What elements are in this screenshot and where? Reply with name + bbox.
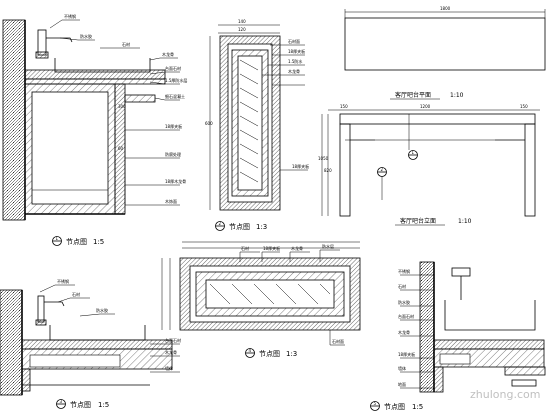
detail-2: 140 120 600 石材面 18厚夹板 1.5防水 木龙骨 18厚夹板 [205, 19, 309, 231]
d3-note-1: 不锈钢 [57, 278, 69, 284]
d1-note-8: 18厚夹板 [165, 123, 182, 129]
detail-2-leaders [262, 44, 308, 171]
d5-note-8: 地面 [398, 381, 406, 387]
elev-title: 客厅吧台平面 [395, 91, 431, 99]
d1-note-2: 防水胶 [80, 33, 92, 39]
plan-dim: 1800 [440, 6, 451, 11]
d1-note-11: 木饰面 [165, 198, 177, 204]
detail-1: 不锈钢 防水胶 石材 木龙骨 台面石材 1.5厚防水层 细石混凝土 18厚夹板 … [2, 13, 187, 246]
d5-note-1: 不锈钢 [398, 268, 410, 274]
d2-scale: 1:3 [256, 223, 267, 231]
d2-dim-3: 600 [205, 121, 213, 126]
detail-3-leaders [39, 284, 180, 373]
elev-dim-2: 1200 [420, 104, 431, 109]
d1-marker: 1 [56, 236, 59, 241]
section-title: 客厅吧台立面 [400, 217, 436, 225]
plan-top-view: 1800 [344, 6, 546, 71]
d2-title: 节点图 [229, 223, 250, 231]
d3-note-2: 石材 [72, 291, 80, 297]
d3-title: 节点图 [70, 401, 91, 409]
detail-1-leaders [49, 19, 180, 206]
elev-dim-4: 820 [324, 168, 332, 173]
detail-5-leaders [400, 274, 434, 389]
detail-4-leaders [239, 249, 345, 346]
d3-note-6: 墙体 [165, 365, 173, 371]
section-scale: 1:10 [458, 218, 472, 225]
d1-note-10: 18厚木龙骨 [165, 178, 186, 184]
detail-5-label: 5 节点图 1:5 [370, 401, 423, 411]
detail-1-label: 1 节点图 1:5 [52, 236, 104, 246]
d2-note-2: 18厚夹板 [288, 48, 305, 54]
d5-marker: 5 [374, 401, 377, 406]
d2-note-5: 18厚夹板 [292, 163, 309, 169]
detail-5: 不锈钢 石材 防水胶 台面石材 木龙骨 18厚夹板 墙体 地面 5 节点图 1:… [370, 261, 546, 411]
detail-3-label: 3 节点图 1:5 [56, 399, 109, 409]
d1-dim-2: 60 [118, 146, 124, 151]
d4-title: 节点图 [259, 350, 280, 358]
detail-3: 不锈钢 石材 防水胶 台面石材 木龙骨 墙体 3 节点图 1:5 [0, 278, 181, 409]
d2-note-3: 1.5防水 [288, 58, 302, 64]
d4-note-1: 石材 [241, 245, 249, 251]
d3-scale: 1:5 [98, 401, 109, 409]
watermark: zhulong.com [470, 388, 540, 401]
d1-note-6: 1.5厚防水层 [165, 77, 187, 83]
d4-note-5: 石材面 [332, 338, 344, 344]
d3-note-3: 防水胶 [96, 307, 108, 313]
d2-marker: 2 [219, 221, 222, 226]
d5-note-5: 木龙骨 [398, 329, 410, 335]
d4-scale: 1:3 [286, 350, 297, 358]
d3-marker: 3 [60, 399, 63, 404]
elev-marker-2-text: 2 [381, 167, 384, 172]
d5-note-7: 墙体 [398, 365, 406, 371]
elev-marker-1-text: 1 [412, 150, 415, 155]
elev-scale: 1:10 [450, 92, 464, 99]
d1-scale: 1:5 [93, 238, 104, 246]
elev-dim-3: 150 [520, 104, 528, 109]
d5-note-4: 台面石材 [398, 313, 414, 319]
d1-note-1: 不锈钢 [64, 13, 76, 19]
d5-note-6: 18厚夹板 [398, 351, 415, 357]
elev-dim-1: 150 [340, 104, 348, 109]
d4-marker: 4 [249, 348, 252, 353]
d1-note-4: 木龙骨 [162, 51, 174, 57]
elev-dim-5: 1050 [318, 156, 329, 161]
d1-note-9: 防腐处理 [165, 151, 181, 157]
d2-dim-1: 140 [238, 19, 246, 24]
d1-note-3: 石材 [122, 41, 130, 47]
d1-title: 节点图 [66, 238, 87, 246]
d2-dim-2: 120 [238, 27, 246, 32]
d5-note-3: 防水胶 [398, 299, 410, 305]
d1-dim-1: 300 [118, 104, 126, 109]
d4-note-2: 18厚夹板 [263, 245, 280, 251]
d3-note-4: 台面石材 [165, 337, 181, 343]
d4-note-4: 防水层 [322, 243, 334, 249]
d1-note-7: 细石混凝土 [165, 93, 185, 99]
d4-note-3: 木龙骨 [291, 245, 303, 251]
bar-elevation: 客厅吧台平面 1:10 150 1200 150 820 1050 1 2 客厅… [318, 91, 540, 226]
d5-scale: 1:5 [412, 403, 423, 411]
d2-note-1: 石材面 [288, 38, 300, 44]
d2-note-4: 木龙骨 [288, 68, 300, 74]
detail-4-label: 4 节点图 1:3 [245, 348, 297, 358]
d1-note-5: 台面石材 [165, 65, 181, 71]
d5-note-2: 石材 [398, 283, 406, 289]
detail-2-label: 2 节点图 1:3 [215, 221, 267, 231]
detail-4: 石材 18厚夹板 木龙骨 防水层 石材面 4 节点图 1:3 [161, 241, 361, 358]
d3-note-5: 木龙骨 [165, 349, 177, 355]
d5-title: 节点图 [384, 403, 405, 411]
